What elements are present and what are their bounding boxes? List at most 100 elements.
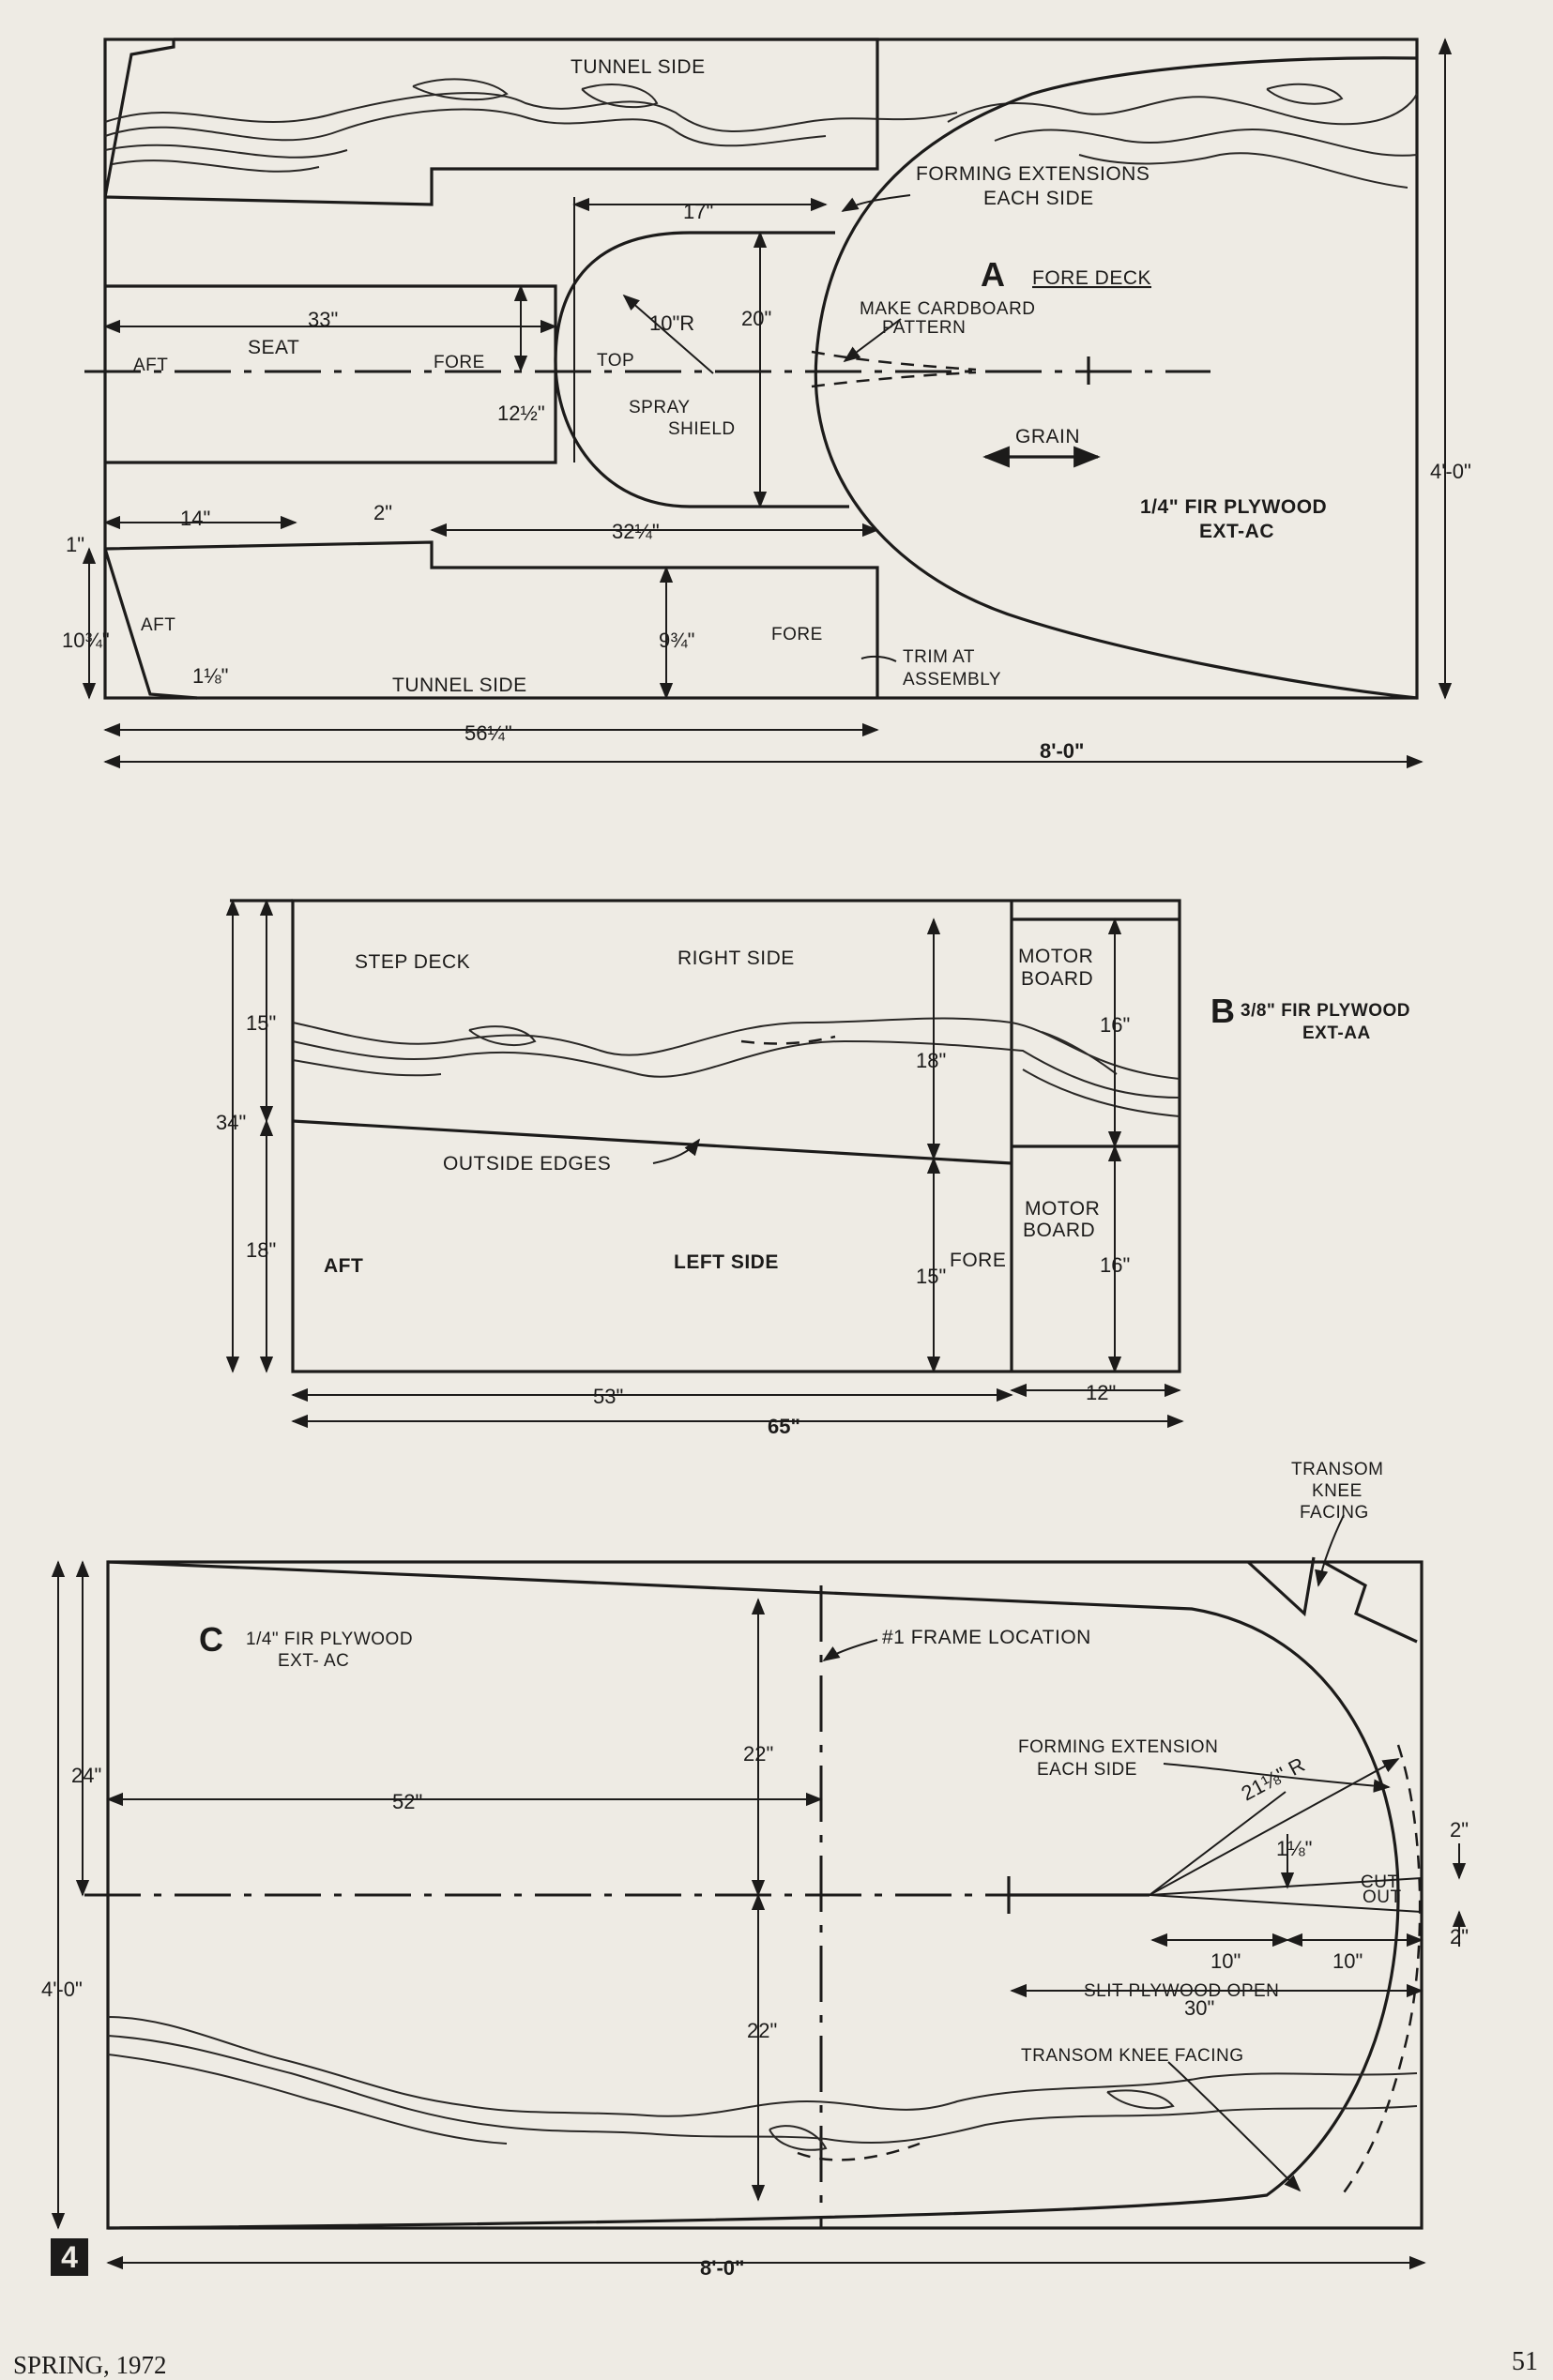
panel-a-spray-shield-piece [554,231,849,508]
panel-a-forming-extensions-label: FORMING EXTENSIONS [916,163,1150,185]
dim-17: 17" [683,200,713,223]
leader-trim-at-assembly [860,655,897,662]
panel-a-tunnel-side-top-label: TUNNEL SIDE [571,56,706,78]
dim-20: 20" [741,307,771,330]
panel-c-transom-knee-top [1246,1556,1418,1644]
panel-a-grain-right [947,83,1418,189]
dim-32-25: 32¼" [612,520,660,543]
dim-21-5r: 21⅛" R [1238,1752,1309,1805]
dim-10r: 10"R [649,311,694,335]
footer-issue: SPRING, 1972 [13,2351,167,2379]
panel-a-each-side-label: EACH SIDE [983,188,1094,209]
panel-a-trim-at-label: TRIM AT [903,647,975,667]
panel-a-material: 1/4" FIR PLYWOOD [1140,496,1327,518]
dim-4ft-a: 4'-0" [1430,460,1471,483]
panel-a-seat-label: SEAT [248,337,299,358]
dim-10-b: 10" [1332,1949,1363,1973]
panel-c-transom-1: TRANSOM [1291,1460,1384,1479]
panel-c-cut-label: CUT [1361,1872,1399,1892]
panel-b-motor-board-top-2: BOARD [1021,968,1093,990]
dim-14: 14" [180,507,210,530]
panel-b-grain-dash [740,1035,836,1045]
dim-1: 1" [66,533,84,556]
dim-line-21-5r [1149,1758,1400,1896]
panel-b-motor-board-bottom-2: BOARD [1023,1220,1095,1241]
panel-c-hull-outline [107,1560,1400,2230]
dim-30: 30" [1184,1996,1214,2020]
panel-a-letter: A [981,255,1005,294]
panel-a: TUNNEL SIDE FORMING EXTENSIONS EACH SIDE… [62,38,1471,769]
dim-15-top: 15" [246,1011,276,1035]
panel-a-tunnel-side-bottom-label: TUNNEL SIDE [392,675,527,696]
panel-c-grade: EXT- AC [278,1651,349,1671]
dim-52: 52" [392,1790,422,1813]
panel-a-grade: EXT-AC [1199,521,1274,542]
dim-24: 24" [71,1764,101,1787]
dim-56-25: 56¼" [464,721,512,745]
panel-c-material: 1/4" FIR PLYWOOD [246,1630,413,1649]
panel-a-fore-seat-label: FORE [434,353,485,372]
dim-2: 2" [373,501,392,524]
panel-c-transom-knee-facing-label: TRANSOM KNEE FACING [1021,2046,1244,2066]
leader-outside-edges [652,1138,701,1164]
dim-12-5: 12½" [497,402,545,425]
panel-c-slit-plywood-label: SLIT PLYWOOD OPEN [1084,1981,1279,2001]
dim-34: 34" [216,1111,246,1134]
panel-b-outside-edges-label: OUTSIDE EDGES [443,1153,611,1175]
panel-b-step-deck-label: STEP DECK [355,951,470,973]
panel-c-out-label: OUT [1363,1887,1402,1907]
dim-8ft-c: 8'-0" [700,2256,744,2280]
panel-b-aft-label: AFT [324,1255,363,1277]
panel-c-letter: C [199,1620,223,1659]
dim-2-top: 2" [1450,1818,1469,1842]
panel-a-top-label: TOP [597,351,634,371]
panel-a-fore-deck-outline [814,56,1418,700]
panel-c-forming-extension-label: FORMING EXTENSION [1018,1737,1218,1757]
panel-a-shield-label: SHIELD [668,419,736,439]
dim-15-mid: 15" [916,1265,946,1288]
dim-9-75: 9¾" [659,629,694,652]
dim-12: 12" [1086,1381,1116,1404]
panel-c-frame-location-label: #1 FRAME LOCATION [882,1627,1091,1648]
panel-b-right-side-label: RIGHT SIDE [678,947,795,969]
panel-c-each-side-label: EACH SIDE [1037,1760,1137,1780]
panel-c-forming-extension-arc [1340,1744,1422,2196]
dim-10-75: 10¾" [62,629,110,652]
panel-b-grain [292,1017,1180,1117]
panel-a-title: FORE DECK [1032,267,1151,289]
dim-18-left: 18" [246,1238,276,1262]
leader-transom-top [1315,1514,1345,1587]
panel-c-transom-3: FACING [1300,1503,1369,1523]
leader-transom-knee-facing [1167,2061,1302,2192]
panel-b-motor-board-top-1: MOTOR [1018,946,1093,967]
dim-33: 33" [308,308,338,331]
panel-a-tunnel-side-bottom-piece [103,540,879,700]
dim-16-top: 16" [1100,1013,1130,1037]
panel-c: TRANSOM KNEE FACING C 1/4" FIR PLYWOOD E… [41,1460,1469,2280]
dim-4ft-c: 4'-0" [41,1978,83,2001]
dim-10-a: 10" [1210,1949,1241,1973]
panel-a-aft-seat-label: AFT [133,356,168,375]
dim-53: 53" [593,1385,623,1408]
panel-a-fore-lower-label: FORE [771,625,823,644]
panel-a-grain-label: GRAIN [1015,426,1080,447]
panel-b-material: 3/8" FIR PLYWOOD [1241,1001,1410,1021]
dim-8ft-a: 8'-0" [1040,739,1084,763]
panel-a-make-cardboard-label: MAKE CARDBOARD [860,299,1036,319]
dim-65: 65" [768,1415,800,1438]
leader-frame-location [822,1639,878,1661]
panel-a-spray-label: SPRAY [629,398,691,417]
leader-make-cardboard [843,318,902,363]
panel-b-motor-board-bottom-1: MOTOR [1025,1198,1100,1220]
panel-b-grade: EXT-AA [1302,1023,1371,1043]
dim-1-125-c: 1⅛" [1276,1837,1312,1860]
panel-b-fore-label: FORE [950,1250,1006,1271]
footer-page-number: 51 [1512,2347,1538,2376]
panel-a-assembly-label: ASSEMBLY [903,670,1001,690]
panel-c-transom-2: KNEE [1312,1481,1363,1501]
dim-22-bottom: 22" [747,2019,777,2042]
panel-a-tunnel-side-top-piece [103,38,879,206]
dim-2-bottom: 2" [1450,1925,1469,1948]
panel-b-left-side-label: LEFT SIDE [674,1251,779,1273]
